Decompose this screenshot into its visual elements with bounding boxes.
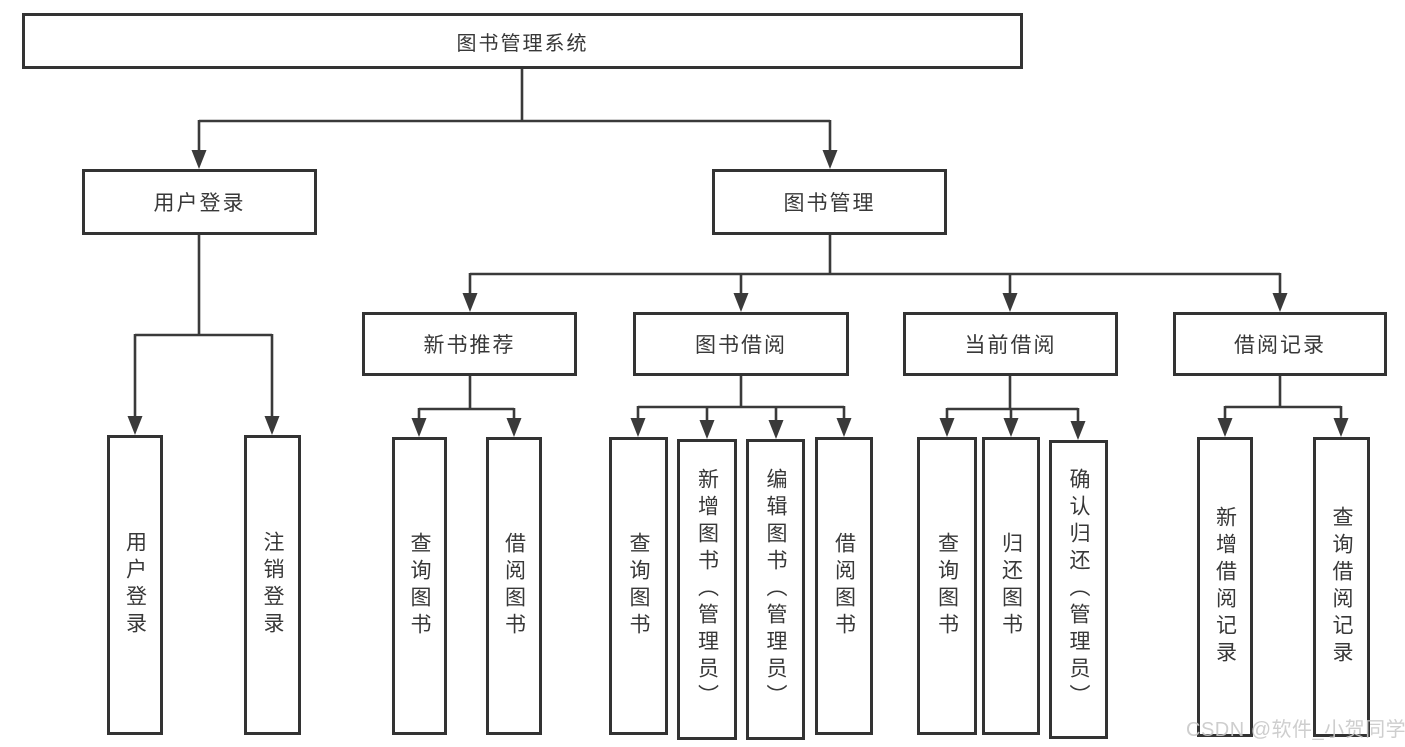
node-user-login-label: 用户登录 [153, 192, 246, 215]
node-book-borrow: 图书借阅 [633, 312, 849, 376]
leaf-query-borrow-record: 查询借阅记录 [1313, 437, 1370, 737]
leaf-add-borrow-record: 新增借阅记录 [1197, 437, 1253, 737]
leaf-borrow-books: 借阅图书 [815, 437, 873, 735]
node-new-book-recommend: 新书推荐 [362, 312, 577, 376]
leaf-confirm-return-admin: 确认归还（管理员） [1049, 440, 1108, 739]
node-library-system: 图书管理系统 [22, 13, 1023, 69]
node-borrow-records: 借阅记录 [1173, 312, 1387, 376]
leaf-recommend-query-books: 查询图书 [392, 437, 447, 735]
leaf-edit-books-admin: 编辑图书（管理员） [746, 439, 805, 740]
node-book-management-label: 图书管理 [783, 192, 876, 215]
node-book-management: 图书管理 [712, 169, 947, 235]
leaf-recommend-borrow-books: 借阅图书 [486, 437, 542, 735]
leaf-return-books: 归还图书 [982, 437, 1040, 735]
leaf-current-query-books: 查询图书 [917, 437, 977, 735]
leaf-add-books-admin: 新增图书（管理员） [677, 439, 737, 740]
node-new-book-recommend-label: 新书推荐 [423, 334, 516, 357]
leaf-user-login: 用户登录 [107, 435, 163, 735]
csdn-watermark: CSDN @软件_小贺同学 [1186, 719, 1405, 741]
leaf-logout: 注销登录 [244, 435, 301, 735]
node-current-borrow-label: 当前借阅 [964, 334, 1057, 357]
arrowheads [127, 150, 1349, 440]
leaf-borrow-query-books: 查询图书 [609, 437, 668, 735]
node-library-system-label: 图书管理系统 [456, 32, 589, 55]
node-borrow-records-label: 借阅记录 [1234, 334, 1326, 357]
node-user-login: 用户登录 [82, 169, 317, 235]
node-book-borrow-label: 图书借阅 [695, 334, 787, 357]
node-current-borrow: 当前借阅 [903, 312, 1118, 376]
